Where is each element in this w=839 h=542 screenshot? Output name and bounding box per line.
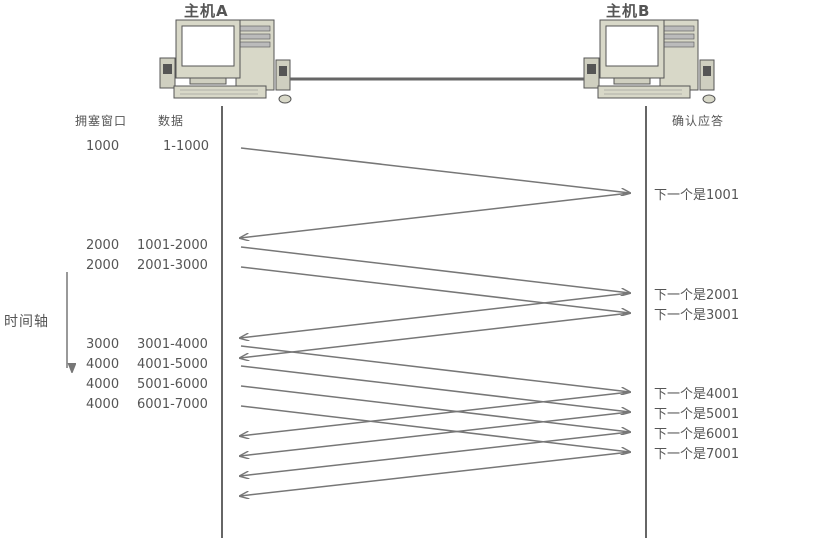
cwnd-value: 1000 [86,139,120,154]
cwnd-value: 4000 [86,377,120,392]
data-segment-arrow [240,266,630,313]
ack-label: 下一个是5001 [654,407,740,422]
cwnd-value: 2000 [86,238,120,253]
host-a-title: 主机A [184,2,229,20]
data-range-label: 2001-3000 [137,258,208,273]
ack-arrow [240,312,631,358]
data-segment-arrow [240,405,630,452]
segment-arrows [240,147,631,496]
host-a-computer-icon [159,19,292,104]
ack-arrow [240,192,631,238]
ack-arrow [240,411,631,456]
data-segment-arrow [240,365,630,412]
ack-label: 下一个是1001 [654,188,740,203]
cwnd-header: 拥塞窗口 [75,114,128,128]
time-axis-label: 时间轴 [4,314,49,330]
ack-label: 下一个是3001 [654,308,740,323]
data-segment-arrow [240,345,630,392]
data-header: 数据 [158,114,185,128]
host-b-computer-icon [583,19,716,104]
data-range-label: 6001-7000 [137,397,208,412]
data-range-label: 1001-2000 [137,238,208,253]
ack-arrow [240,451,631,496]
ack-label: 下一个是6001 [654,427,740,442]
host-b-title: 主机B [606,2,651,20]
ack-arrow [240,292,631,338]
ack-arrow [240,391,631,436]
ack-label: 下一个是4001 [654,387,740,402]
data-segment-arrow [240,385,630,432]
ack-label: 下一个是7001 [654,447,740,462]
ack-label: 下一个是2001 [654,288,740,303]
ack-header: 确认应答 [672,114,725,128]
cwnd-value: 2000 [86,258,120,273]
data-range-label: 1-1000 [163,139,210,154]
cwnd-value: 3000 [86,337,120,352]
data-range-label: 5001-6000 [137,377,208,392]
cwnd-value: 4000 [86,357,120,372]
data-segment-arrow [240,147,630,193]
ack-arrow [240,431,631,476]
cwnd-value: 4000 [86,397,120,412]
data-range-label: 4001-5000 [137,357,208,372]
data-segment-arrow [240,246,630,293]
data-range-label: 3001-4000 [137,337,208,352]
